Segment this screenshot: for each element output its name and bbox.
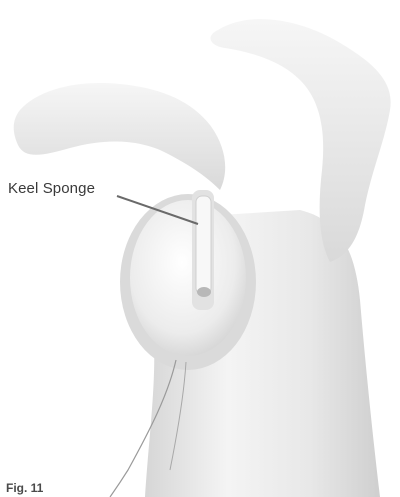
- anchor-hole-shape: [197, 287, 211, 297]
- keel-sponge-label: Keel Sponge: [8, 180, 95, 197]
- figure-caption: Fig. 11: [6, 480, 43, 497]
- keel-sponge-shape: [196, 196, 211, 294]
- coracoid-shape: [14, 83, 225, 190]
- glenoid-face-shape: [130, 200, 246, 356]
